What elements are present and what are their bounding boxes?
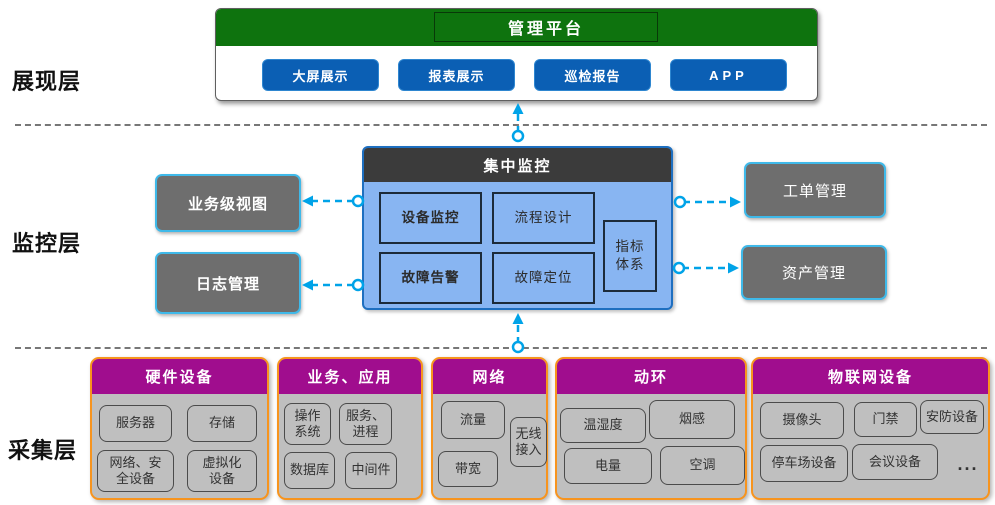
item-virtualization: 虚拟化 设备	[187, 450, 257, 492]
module-metric-system: 指标 体系	[603, 220, 657, 292]
work-order-box: 工单管理	[744, 162, 886, 218]
item-parking-equipment: 停车场设备	[760, 445, 848, 482]
group-hardware-devices: 硬件设备 服务器 存储 网络、安 全设备 虚拟化 设备	[90, 357, 269, 500]
layer-label-presentation: 展现层	[12, 69, 82, 94]
layer-label-collection: 采集层	[8, 438, 78, 463]
platform-title: 管理平台	[434, 12, 658, 42]
item-storage: 存储	[187, 405, 257, 442]
item-operating-system: 操作 系统	[284, 403, 331, 445]
group-hardware-title: 硬件设备	[92, 359, 267, 394]
item-power: 电量	[564, 448, 652, 484]
module-fault-alarm: 故障告警	[379, 252, 482, 304]
group-network: 网络 流量 无线 接入 带宽	[431, 357, 548, 500]
group-network-title: 网络	[433, 359, 546, 394]
arrow-center-to-log-management	[302, 278, 365, 292]
central-monitoring-title: 集中监控	[364, 148, 671, 182]
item-services-processes: 服务、 进程	[339, 403, 392, 445]
inspection-report-box: 巡检报告	[534, 59, 651, 91]
app-box: APP	[670, 59, 787, 91]
log-management-box: 日志管理	[155, 252, 301, 314]
item-network-security: 网络、安 全设备	[97, 450, 174, 492]
group-business-title: 业务、应用	[279, 359, 421, 394]
item-air-conditioning: 空调	[660, 446, 745, 485]
item-server: 服务器	[99, 405, 172, 442]
layer-label-monitoring: 监控层	[12, 231, 82, 256]
item-smoke-detection: 烟感	[649, 400, 735, 439]
layer-divider-top	[15, 124, 987, 126]
item-middleware: 中间件	[345, 452, 397, 489]
report-display-box: 报表展示	[398, 59, 515, 91]
item-temperature-humidity: 温湿度	[560, 408, 646, 443]
asset-management-box: 资产管理	[741, 245, 887, 300]
arrow-center-to-business-view	[302, 194, 365, 208]
item-database: 数据库	[284, 452, 335, 489]
group-business-application: 业务、应用 操作 系统 服务、 进程 数据库 中间件	[277, 357, 423, 500]
big-screen-display-box: 大屏展示	[262, 59, 379, 91]
platform-header: 管理平台	[216, 9, 817, 46]
item-access-control: 门禁	[854, 402, 917, 437]
item-bandwidth: 带宽	[438, 451, 498, 487]
group-iot-title: 物联网设备	[753, 359, 988, 394]
arrow-center-to-platform	[511, 103, 525, 143]
item-camera: 摄像头	[760, 402, 844, 439]
item-security-equipment: 安防设备	[920, 400, 984, 434]
item-wireless-access: 无线 接入	[510, 417, 547, 467]
business-view-box: 业务级视图	[155, 174, 301, 232]
group-environment: 动环 温湿度 烟感 电量 空调	[555, 357, 747, 500]
module-device-monitoring: 设备监控	[379, 192, 482, 244]
management-platform-box: 管理平台 大屏展示 报表展示 巡检报告 APP	[215, 8, 818, 101]
layer-divider-bottom	[15, 347, 987, 349]
arrow-center-to-asset-management	[672, 261, 739, 275]
module-fault-location: 故障定位	[492, 252, 595, 304]
item-traffic: 流量	[441, 401, 505, 439]
group-iot-devices: 物联网设备 摄像头 门禁 安防设备 停车场设备 会议设备 ...	[751, 357, 990, 500]
item-conference-equipment: 会议设备	[852, 444, 938, 480]
central-monitoring-box: 集中监控 设备监控 流程设计 故障告警 故障定位 指标 体系	[362, 146, 673, 310]
arrow-center-to-work-order	[673, 195, 741, 209]
more-items-ellipsis: ...	[957, 454, 979, 474]
group-environment-title: 动环	[557, 359, 745, 394]
module-process-design: 流程设计	[492, 192, 595, 244]
